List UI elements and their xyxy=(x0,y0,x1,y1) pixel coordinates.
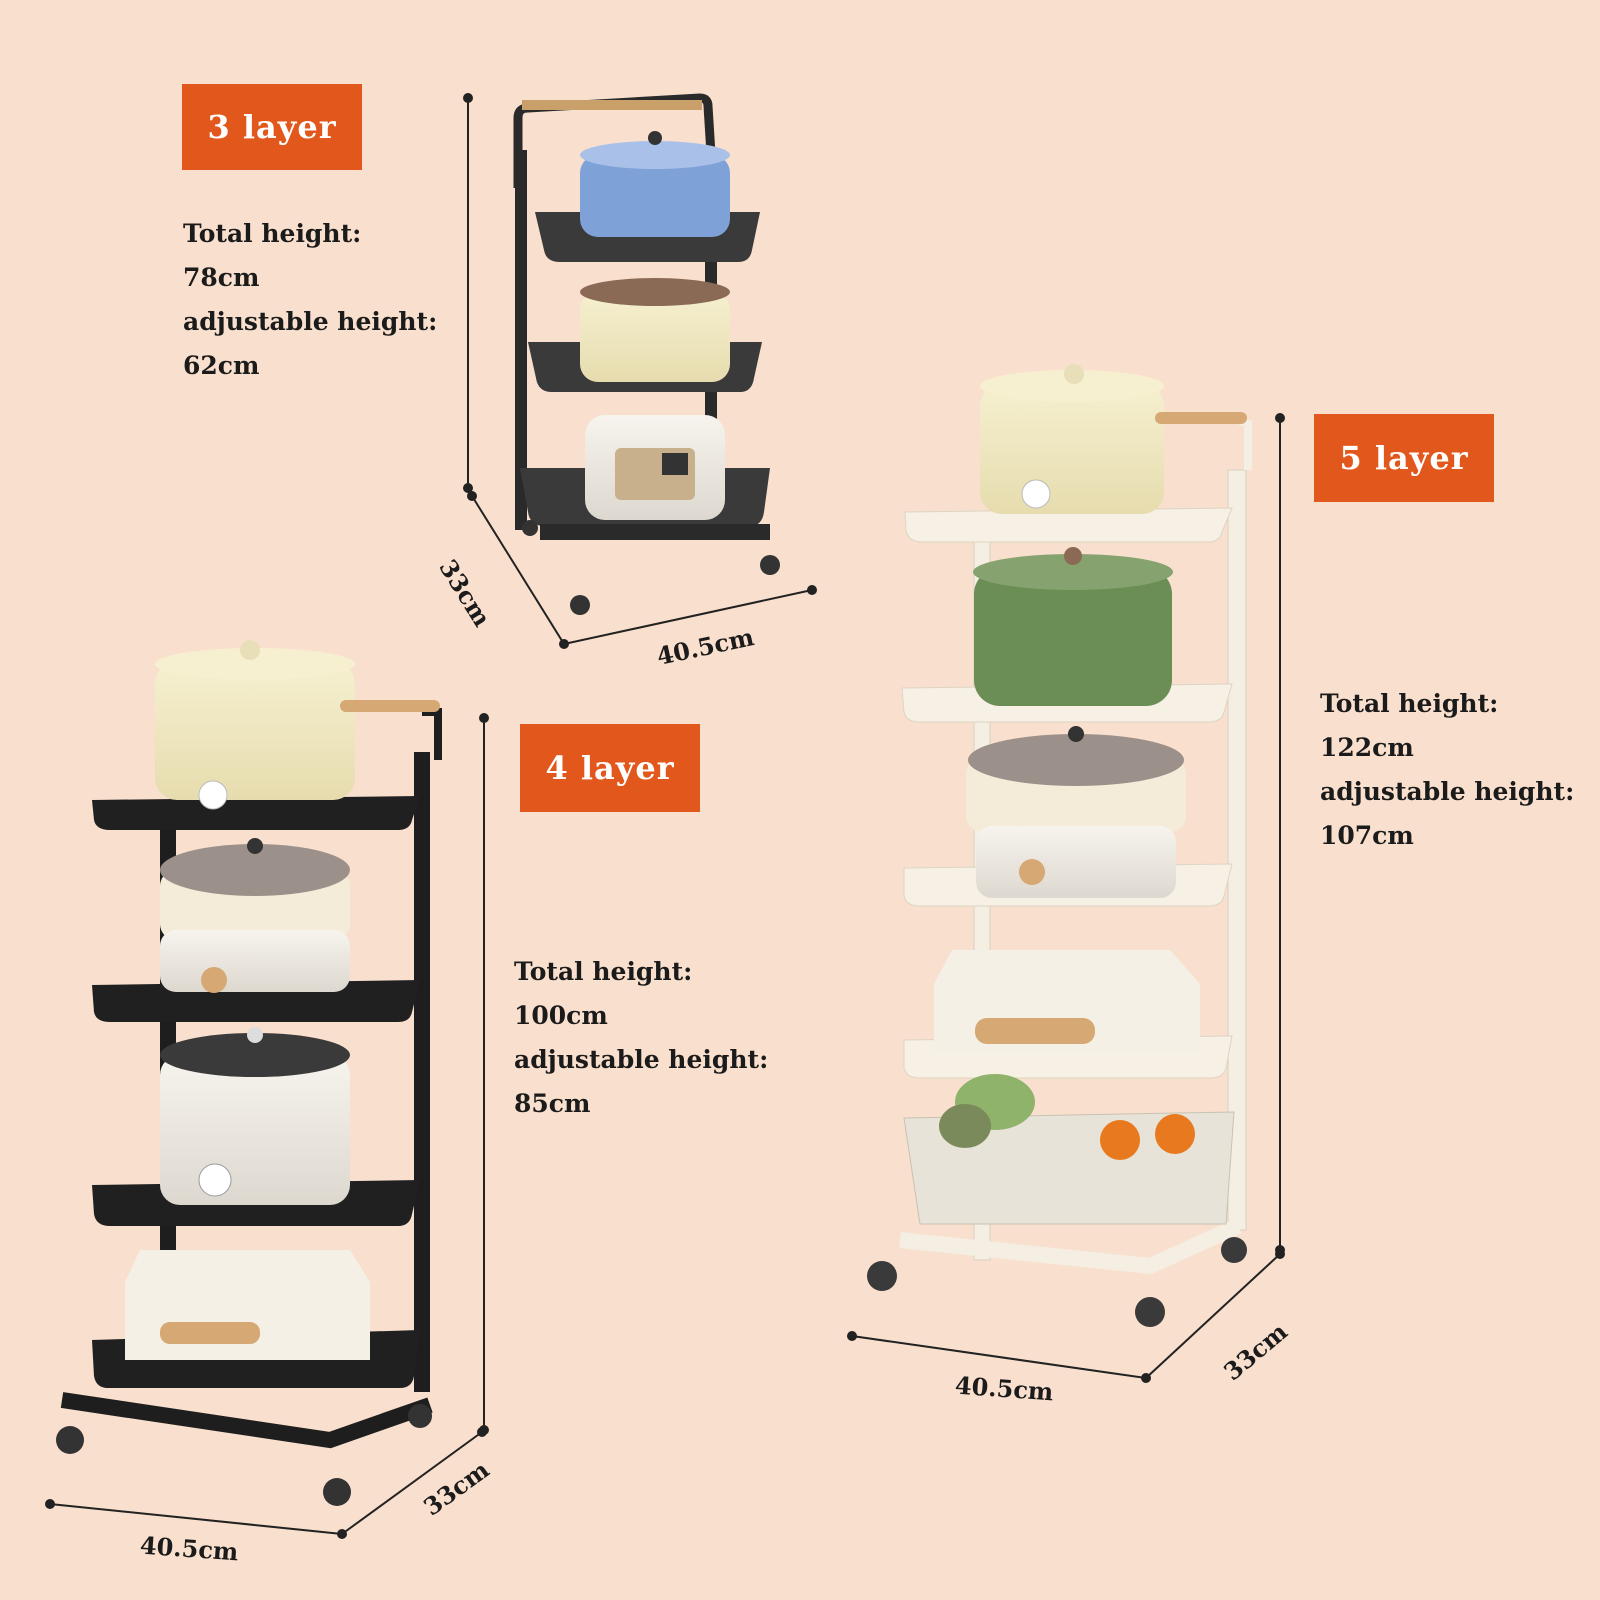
rack-handle xyxy=(1236,416,1252,470)
wood-handle xyxy=(340,700,440,712)
slow-cooker xyxy=(160,1055,350,1205)
rack-5-layer xyxy=(867,364,1252,1327)
blue-pot xyxy=(580,155,730,237)
shelf xyxy=(92,796,420,830)
hot-pot-base xyxy=(976,826,1176,898)
pot-lid xyxy=(980,370,1164,402)
pot-lid xyxy=(973,554,1173,590)
lid-knob xyxy=(1064,547,1082,565)
spec-5-layer: Total height: 122cm adjustable height: 1… xyxy=(1320,682,1574,858)
dial-knob xyxy=(198,1163,232,1197)
vegetable xyxy=(1100,1120,1140,1160)
adjustable-height-label: adjustable height: xyxy=(183,307,438,336)
badge-4-layer: 4 layer xyxy=(520,724,700,812)
total-height-label: Total height: xyxy=(183,219,362,248)
dial-knob xyxy=(1019,859,1045,885)
rack-4-layer xyxy=(56,640,442,1506)
lid-knob xyxy=(1068,726,1084,742)
glass-lid xyxy=(160,844,350,896)
pot-lid xyxy=(580,278,730,306)
grill-control xyxy=(975,1018,1095,1044)
steamer-pot xyxy=(155,662,355,800)
pot-lid xyxy=(155,648,355,680)
total-height-label: Total height: xyxy=(1320,689,1499,718)
dial-knob xyxy=(201,967,227,993)
adjustable-height-value: 107cm xyxy=(1320,821,1414,850)
adjustable-height-value: 62cm xyxy=(183,351,260,380)
total-height-value: 122cm xyxy=(1320,733,1414,762)
wheel xyxy=(1221,1237,1247,1263)
badge-3-layer: 3 layer xyxy=(182,84,362,170)
mesh-basket xyxy=(903,1111,1235,1225)
lid-knob xyxy=(648,131,662,145)
adjustable-height-label: adjustable height: xyxy=(1320,777,1575,806)
cream-pot xyxy=(580,292,730,382)
rack-base xyxy=(540,524,770,540)
shelf xyxy=(904,507,1233,543)
steamer-pot xyxy=(980,384,1164,514)
grill-control xyxy=(160,1322,260,1344)
rack-upright xyxy=(414,752,430,1392)
adjustable-height-label: adjustable height: xyxy=(514,1045,769,1074)
rack-base xyxy=(60,1392,433,1449)
rack-3-layer xyxy=(513,93,780,615)
glass-lid xyxy=(160,1033,350,1077)
vegetable xyxy=(939,1104,991,1148)
dial-knob xyxy=(198,780,228,810)
lid-knob xyxy=(247,838,263,854)
dimensions-4-layer xyxy=(45,713,489,1539)
wheel xyxy=(323,1478,351,1506)
lid-knob xyxy=(247,1027,263,1043)
pot-lid xyxy=(580,141,730,169)
rack-upright xyxy=(515,150,527,530)
display xyxy=(662,453,688,475)
hot-pot-base xyxy=(160,930,350,992)
dimensions-3-layer xyxy=(463,93,817,649)
lid-knob xyxy=(240,640,260,660)
wheel xyxy=(570,595,590,615)
wood-handle xyxy=(522,100,702,110)
glass-lid xyxy=(968,734,1184,786)
spec-3-layer: Total height: 78cm adjustable height: 62… xyxy=(183,212,437,388)
lid-knob xyxy=(1064,364,1084,384)
total-height-value: 78cm xyxy=(183,263,260,292)
total-height-value: 100cm xyxy=(514,1001,608,1030)
wheel xyxy=(408,1404,432,1428)
rack-base xyxy=(899,1218,1242,1275)
wheel xyxy=(1135,1297,1165,1327)
wheel xyxy=(522,520,538,536)
adjustable-height-value: 85cm xyxy=(514,1089,591,1118)
wheel xyxy=(867,1261,897,1291)
wheel xyxy=(56,1426,84,1454)
dimensions-5-layer xyxy=(847,413,1285,1383)
green-pot xyxy=(974,568,1172,706)
wheel xyxy=(760,555,780,575)
spec-4-layer: Total height: 100cm adjustable height: 8… xyxy=(514,950,768,1126)
badge-5-layer: 5 layer xyxy=(1314,414,1494,502)
vegetable xyxy=(1155,1114,1195,1154)
total-height-label: Total height: xyxy=(514,957,693,986)
dial-knob xyxy=(1021,479,1051,509)
wood-handle xyxy=(1155,412,1247,424)
